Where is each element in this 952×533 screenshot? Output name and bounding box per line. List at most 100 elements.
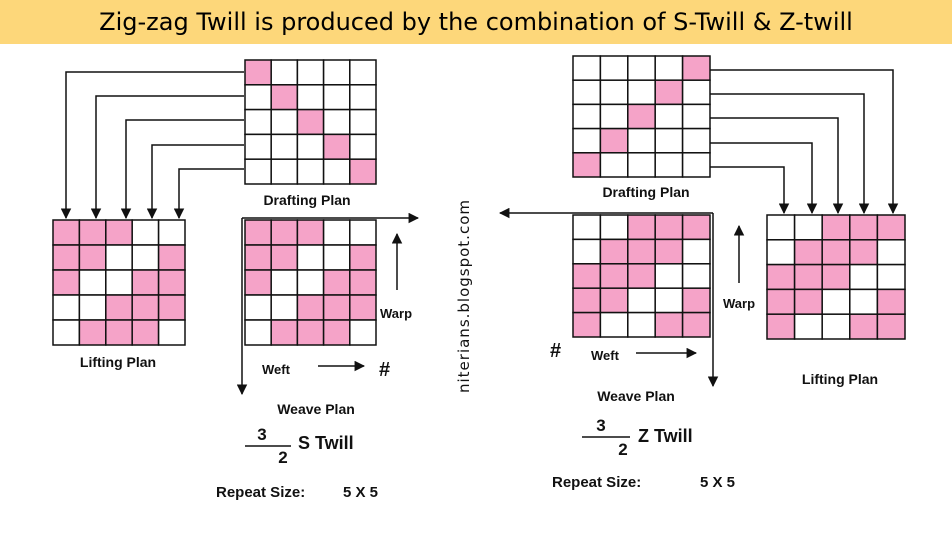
grid-cell-filled xyxy=(244,219,272,246)
grid-cell-empty xyxy=(349,219,377,246)
grid-cell-filled xyxy=(322,133,351,160)
grid-cell-filled xyxy=(572,311,602,338)
grid-cell-filled xyxy=(821,263,851,291)
grid-cell-empty xyxy=(627,287,656,314)
grid-cell-empty xyxy=(270,269,299,296)
grid-cell-filled xyxy=(849,214,879,241)
z-warp-label: Warp xyxy=(723,296,755,311)
grid-cell-filled xyxy=(654,214,684,241)
grid-cell-empty xyxy=(349,133,377,160)
s-weave-plan-label: Weave Plan xyxy=(277,401,355,417)
z-fraction-denominator: 2 xyxy=(618,440,627,459)
grid-cell-empty xyxy=(244,108,272,136)
grid-cell-empty xyxy=(322,108,351,136)
grid-cell-filled xyxy=(572,152,602,178)
grid-cell-empty xyxy=(349,108,377,136)
s-repeat-size-label: Repeat Size: xyxy=(216,484,305,501)
grid-cell-filled xyxy=(599,287,629,314)
s-twill-drafting-plan-grid xyxy=(244,59,377,185)
grid-cell-empty xyxy=(821,313,851,340)
grid-cell-empty xyxy=(766,214,796,241)
grid-cell-filled xyxy=(349,294,377,321)
grid-cell-filled xyxy=(654,311,684,338)
grid-cell-filled xyxy=(244,244,272,271)
grid-cell-filled xyxy=(681,311,711,338)
grid-cell-filled xyxy=(349,158,377,185)
grid-cell-filled xyxy=(681,287,711,314)
grid-cell-empty xyxy=(654,287,684,314)
grid-cell-empty xyxy=(654,55,684,81)
grid-cell-filled xyxy=(131,269,160,296)
grid-cell-filled xyxy=(270,84,299,111)
s-twill-name: S Twill xyxy=(298,433,354,453)
grid-cell-empty xyxy=(157,319,186,346)
grid-cell-filled xyxy=(244,269,272,296)
grid-cell-empty xyxy=(244,294,272,321)
s-lifting-plan-label: Lifting Plan xyxy=(80,354,156,370)
grid-cell-empty xyxy=(349,84,377,111)
grid-cell-filled xyxy=(349,244,377,271)
grid-cell-empty xyxy=(349,319,377,346)
grid-cell-filled xyxy=(599,238,629,265)
grid-cell-filled xyxy=(654,238,684,265)
grid-cell-empty xyxy=(849,288,879,315)
grid-cell-filled xyxy=(599,263,629,289)
grid-cell-empty xyxy=(572,214,602,241)
s-repeat-size-value: 5 X 5 xyxy=(343,484,378,501)
grid-cell-filled xyxy=(627,263,656,289)
grid-cell-filled xyxy=(78,319,107,346)
grid-cell-empty xyxy=(654,263,684,289)
grid-cell-filled xyxy=(52,219,81,246)
s-twill-lifting-plan-grid xyxy=(52,219,186,346)
grid-cell-filled xyxy=(52,269,81,296)
z-lifting-plan-label: Lifting Plan xyxy=(802,371,878,387)
grid-cell-empty xyxy=(296,269,325,296)
grid-cell-empty xyxy=(322,244,351,271)
grid-cell-filled xyxy=(821,239,851,266)
z-twill-lifting-plan-grid xyxy=(766,214,906,340)
s-fraction-numerator: 3 xyxy=(257,425,266,444)
grid-cell-empty xyxy=(654,152,684,178)
grid-cell-filled xyxy=(681,214,711,241)
z-drafting-plan-label: Drafting Plan xyxy=(602,184,689,200)
grid-cell-empty xyxy=(681,238,711,265)
grid-cell-empty xyxy=(157,219,186,246)
grid-cell-filled xyxy=(627,214,656,241)
z-weave-plan-label: Weave Plan xyxy=(597,388,675,404)
grid-cell-filled xyxy=(52,244,81,271)
grid-cell-empty xyxy=(627,127,656,154)
grid-cell-filled xyxy=(572,263,602,289)
s-repeat-marker: # xyxy=(379,359,390,381)
z-weft-label: Weft xyxy=(591,348,620,363)
grid-cell-empty xyxy=(599,55,629,81)
grid-cell-empty xyxy=(349,59,377,86)
grid-cell-empty xyxy=(296,59,325,86)
grid-cell-filled xyxy=(296,319,325,346)
grid-cell-empty xyxy=(322,59,351,86)
grid-cell-empty xyxy=(849,263,879,291)
grid-cell-filled xyxy=(627,238,656,265)
grid-cell-empty xyxy=(793,214,823,241)
grid-cell-empty xyxy=(681,103,711,130)
grid-cell-filled xyxy=(296,294,325,321)
grid-cell-empty xyxy=(599,311,629,338)
z-repeat-size-value: 5 X 5 xyxy=(700,474,735,491)
grid-cell-empty xyxy=(599,103,629,130)
grid-cell-empty xyxy=(105,244,133,271)
grid-cell-empty xyxy=(572,238,602,265)
grid-cell-empty xyxy=(270,59,299,86)
grid-cell-empty xyxy=(296,158,325,185)
grid-cell-empty xyxy=(821,288,851,315)
grid-cell-empty xyxy=(654,127,684,154)
grid-cell-filled xyxy=(876,214,906,241)
grid-cell-filled xyxy=(627,103,656,130)
grid-cell-filled xyxy=(876,313,906,340)
grid-cell-empty xyxy=(599,79,629,106)
grid-cell-filled xyxy=(766,288,796,315)
grid-cell-filled xyxy=(793,288,823,315)
grid-cell-filled xyxy=(681,55,711,81)
grid-cell-empty xyxy=(244,133,272,160)
grid-cell-empty xyxy=(572,55,602,81)
z-twill-weave-plan-grid xyxy=(572,214,711,338)
grid-cell-empty xyxy=(131,219,160,246)
